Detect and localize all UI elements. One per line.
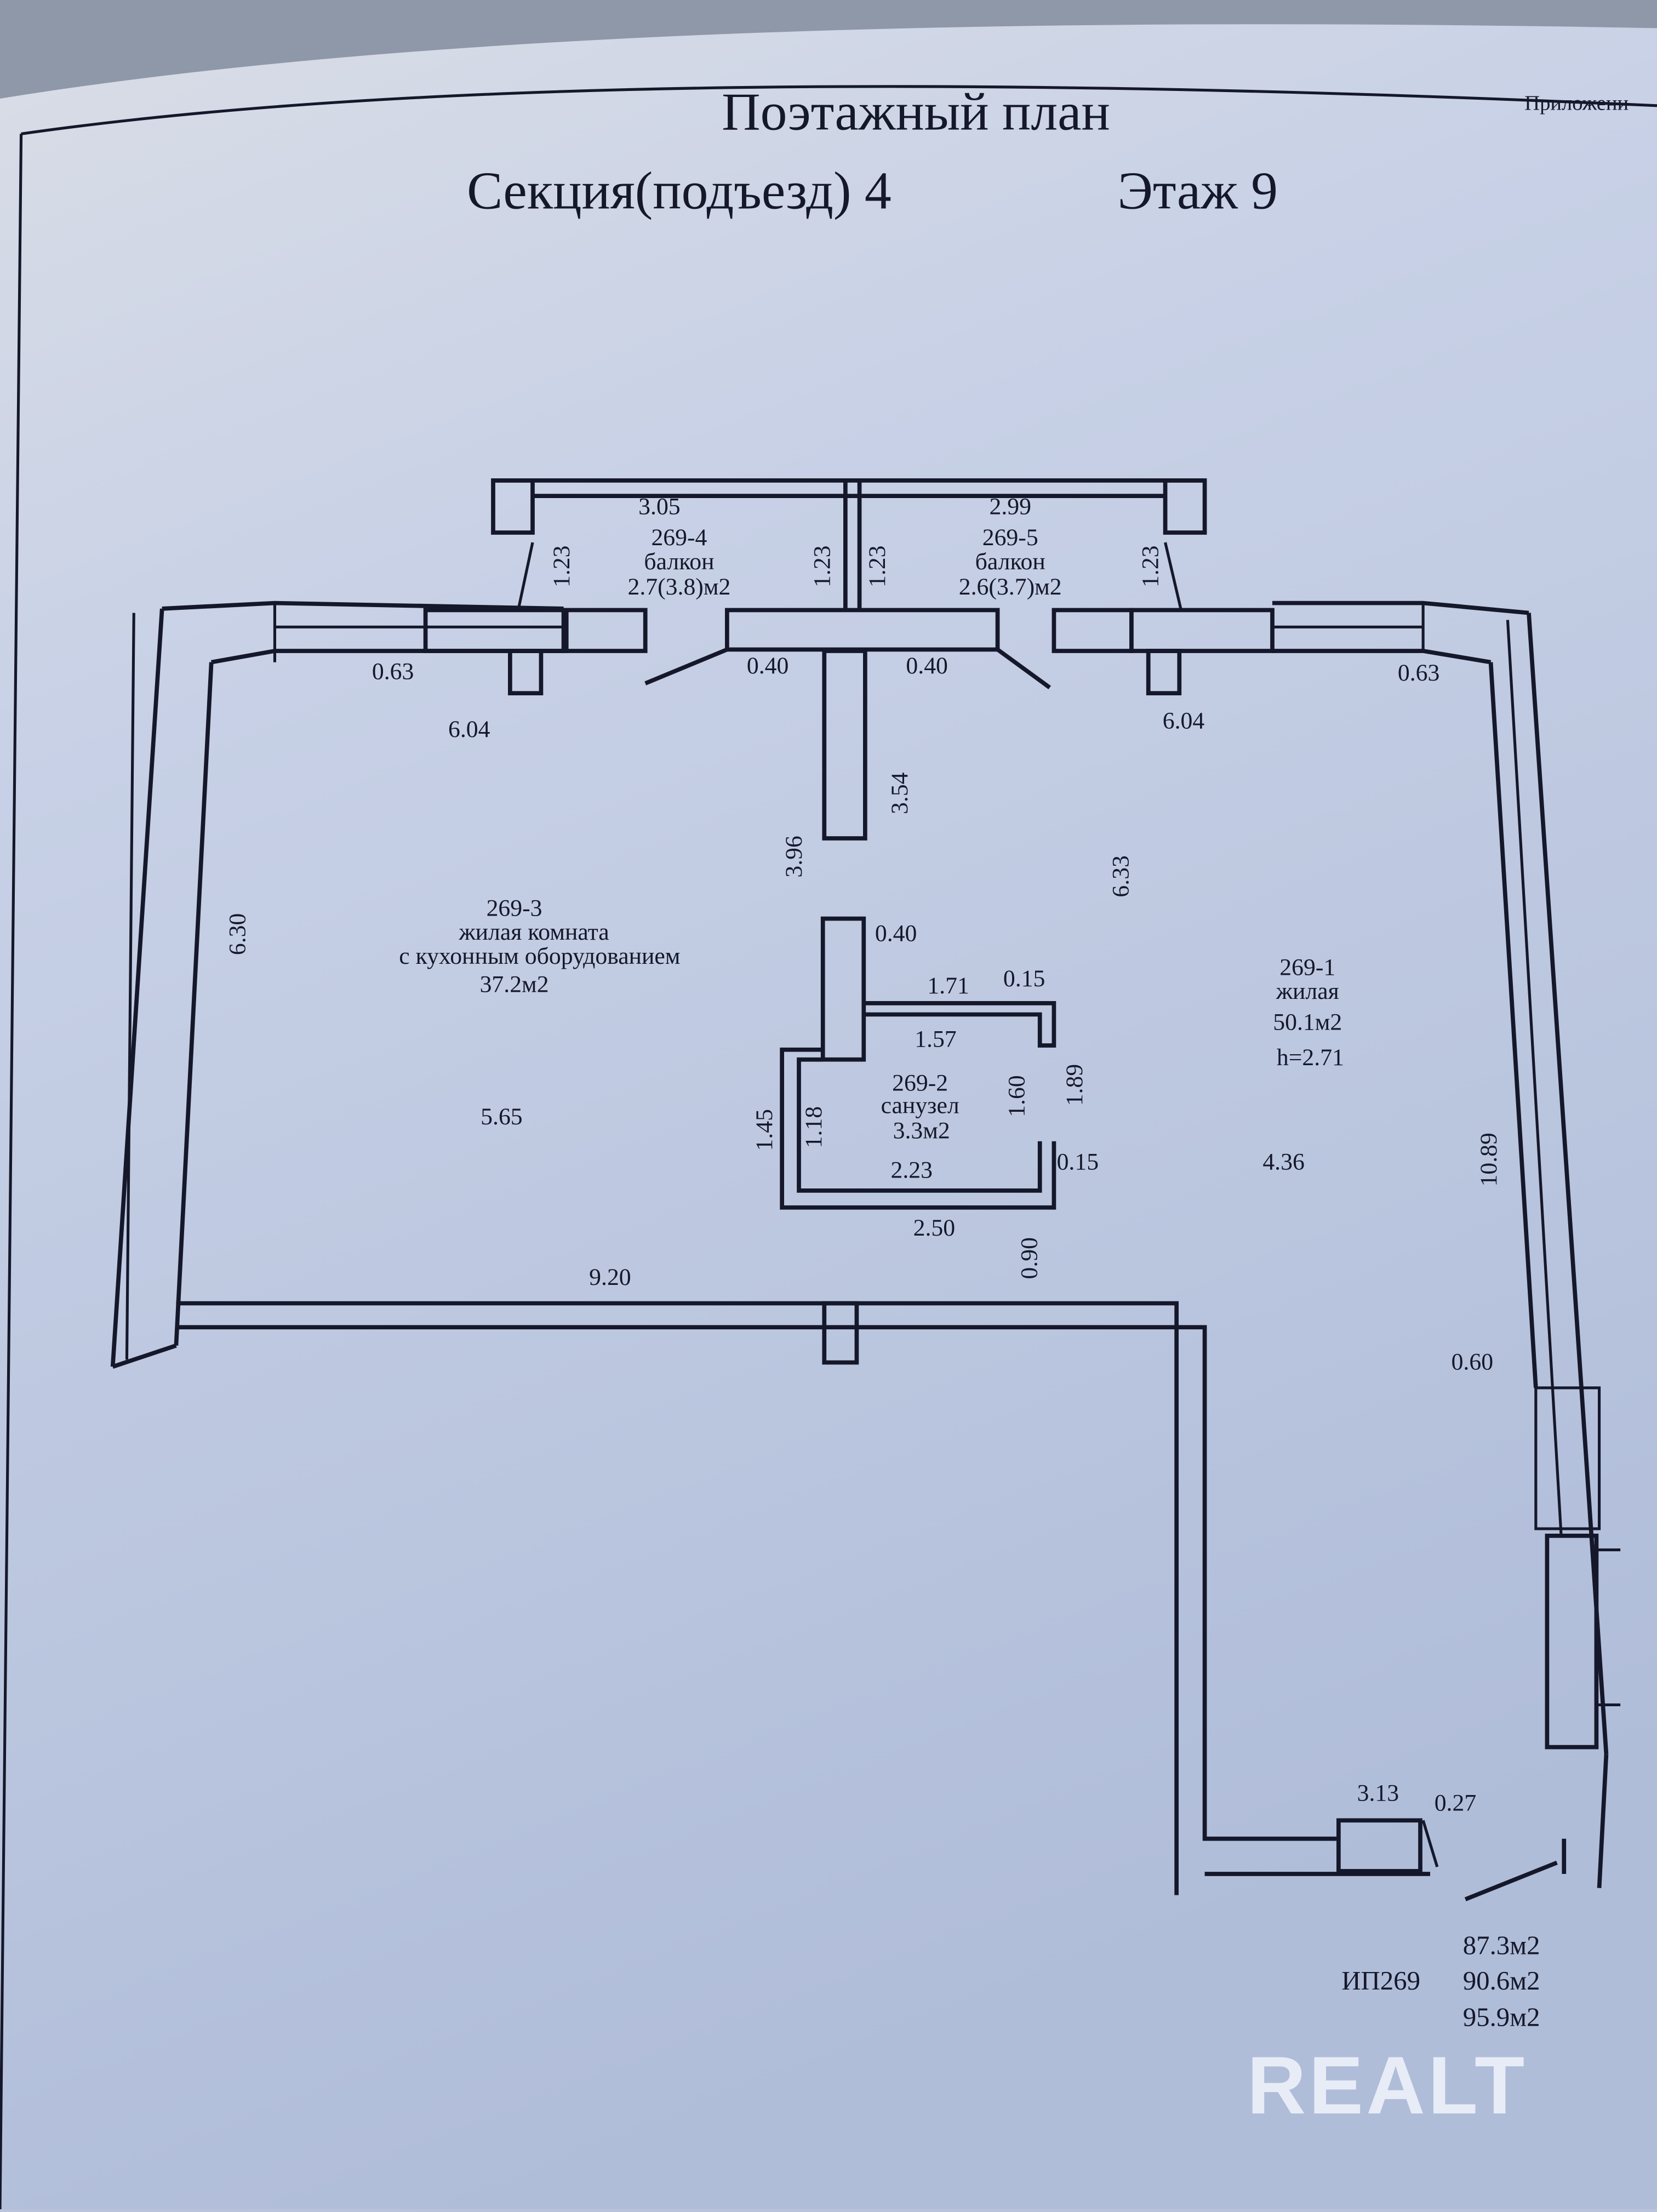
dim-0-40: 0.40 — [747, 653, 788, 679]
dim-6-30: 6.30 — [224, 913, 250, 955]
frame-line-left — [0, 134, 23, 2210]
dim-2-23: 2.23 — [890, 1157, 932, 1184]
dim-1-71: 1.71 — [927, 973, 969, 999]
dim-1-89: 1.89 — [1061, 1064, 1088, 1106]
dim-0-27: 0.27 — [1435, 1790, 1476, 1816]
realt-watermark: REALT — [1247, 2039, 1528, 2131]
room-269-1-height: h=2.71 — [1277, 1044, 1344, 1071]
room-269-3-name: жилая комната — [458, 919, 609, 945]
dim-3-05: 3.05 — [638, 494, 680, 520]
dim-9-20: 9.20 — [589, 1264, 631, 1290]
dim-6-33: 6.33 — [1108, 855, 1134, 897]
dim-3-13: 3.13 — [1357, 1780, 1399, 1806]
room-269-5-id: 269-5 — [982, 524, 1038, 551]
room-269-2-area: 3.3м2 — [893, 1118, 950, 1144]
dim-2-50: 2.50 — [913, 1215, 955, 1241]
plan-title: Поэтажный план — [722, 83, 1110, 142]
dim-3-54: 3.54 — [887, 772, 913, 814]
room-269-1-area: 50.1м2 — [1273, 1009, 1342, 1036]
dim-0-40: 0.40 — [906, 653, 947, 679]
dim-1-23: 1.23 — [864, 545, 890, 587]
room-269-1-id: 269-1 — [1279, 954, 1335, 980]
dim-1-23: 1.23 — [1138, 545, 1164, 587]
dim-1-23: 1.23 — [548, 545, 575, 587]
room-269-5-name: балкон — [975, 548, 1045, 575]
balcony-walls — [491, 478, 1207, 610]
room-269-1-name: жилая — [1276, 978, 1339, 1004]
dim-0-63: 0.63 — [372, 658, 414, 684]
dim-1-45: 1.45 — [751, 1109, 778, 1151]
dim-0-15: 0.15 — [1057, 1148, 1099, 1175]
dim-1-18: 1.18 — [801, 1106, 827, 1148]
total-area-1: 87.3м2 — [1463, 1930, 1540, 1960]
dim-1-60: 1.60 — [1003, 1075, 1030, 1117]
total-area-2: 90.6м2 — [1463, 1965, 1540, 1996]
dim-1-57: 1.57 — [915, 1026, 956, 1053]
dim-1-23: 1.23 — [809, 545, 836, 587]
dim-2-99: 2.99 — [989, 494, 1031, 520]
interior-walls — [176, 649, 1439, 1895]
room-269-2-id: 269-2 — [892, 1070, 948, 1096]
dim-5-65: 5.65 — [481, 1104, 522, 1130]
dim-0-15: 0.15 — [1003, 965, 1045, 992]
frame-line — [21, 85, 1657, 135]
section-label: Секция(подъезд) 4 — [467, 162, 892, 221]
floor-label: Этаж 9 — [1117, 162, 1278, 221]
dim-4-36: 4.36 — [1262, 1148, 1304, 1175]
dim-6-04: 6.04 — [1163, 707, 1205, 734]
dim-0-63: 0.63 — [1398, 660, 1439, 686]
room-269-5-area: 2.6(3.7)м2 — [959, 574, 1062, 600]
paper-sheet — [0, 24, 1657, 2209]
room-269-2-name: санузел — [881, 1092, 959, 1118]
dim-10-89: 10.89 — [1476, 1133, 1502, 1186]
room-269-4-area: 2.7(3.8)м2 — [627, 574, 730, 600]
apartment-code: ИП269 — [1341, 1965, 1420, 1996]
dim-3-96: 3.96 — [781, 836, 807, 877]
dim-0-40: 0.40 — [875, 921, 917, 947]
room-269-3-area: 37.2м2 — [480, 971, 549, 997]
room-269-3-name2: с кухонным оборудованием — [399, 943, 680, 969]
room-269-4-name: балкон — [644, 548, 714, 575]
dim-0-90: 0.90 — [1016, 1237, 1043, 1279]
room-269-4-id: 269-4 — [651, 524, 707, 551]
dim-0-60: 0.60 — [1452, 1348, 1493, 1375]
appendix-label: Приложени — [1524, 92, 1629, 115]
total-area-3: 95.9м2 — [1463, 2002, 1540, 2032]
room-269-3-id: 269-3 — [487, 895, 542, 921]
dim-6-04: 6.04 — [448, 716, 490, 742]
